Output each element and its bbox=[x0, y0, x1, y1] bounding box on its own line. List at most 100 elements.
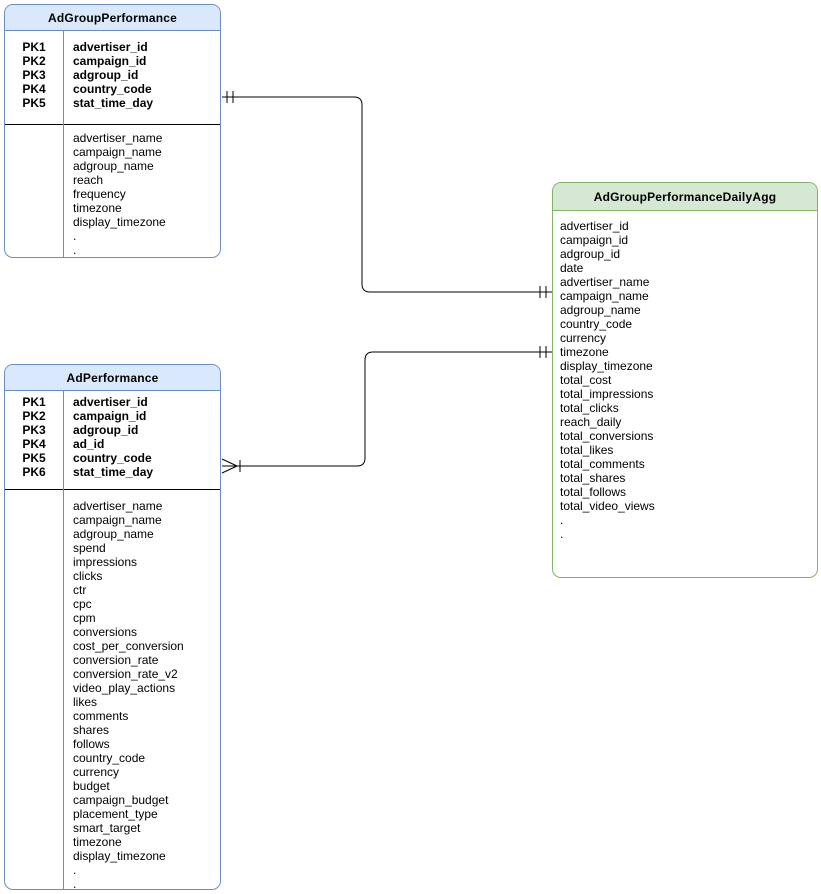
pk-label: PK6 bbox=[22, 465, 46, 479]
pk-field-name: campaign_id bbox=[73, 409, 147, 423]
pk-label: PK3 bbox=[22, 423, 46, 437]
attribute-row: campaign_name bbox=[5, 513, 220, 527]
attribute-row: advertiser_id bbox=[553, 219, 817, 233]
attribute-row: smart_target bbox=[5, 821, 220, 835]
attribute-name: reach_daily bbox=[560, 415, 622, 429]
attribute-name: advertiser_name bbox=[73, 499, 163, 513]
attribute-name: campaign_name bbox=[73, 145, 162, 159]
attribute-name: campaign_budget bbox=[73, 793, 169, 807]
attribute-row: cost_per_conversion bbox=[5, 639, 220, 653]
attribute-name: adgroup_name bbox=[560, 303, 641, 317]
attribute-name: advertiser_id bbox=[560, 219, 629, 233]
entity-title: AdGroupPerformanceDailyAgg bbox=[593, 189, 777, 204]
attribute-row: campaign_name bbox=[5, 145, 220, 159]
relationship-line bbox=[222, 96, 552, 293]
attribute-row: . bbox=[5, 243, 220, 257]
attribute-name: . bbox=[560, 527, 564, 541]
attribute-row: reach_daily bbox=[553, 415, 817, 429]
attribute-row: cpc bbox=[5, 597, 220, 611]
pk-column-divider bbox=[63, 391, 64, 889]
attribute-row: conversion_rate_v2 bbox=[5, 667, 220, 681]
pk-label: PK3 bbox=[22, 68, 46, 82]
attribute-row: shares bbox=[5, 723, 220, 737]
attribute-name: country_code bbox=[560, 317, 633, 331]
attribute-row: likes bbox=[5, 695, 220, 709]
attribute-row: display_timezone bbox=[5, 215, 220, 229]
pk-label: PK4 bbox=[22, 437, 46, 451]
attribute-name: likes bbox=[73, 695, 98, 709]
attribute-name: impressions bbox=[73, 555, 138, 569]
attribute-name: currency bbox=[560, 331, 607, 345]
pk-label: PK4 bbox=[22, 82, 46, 96]
attribute-row: campaign_name bbox=[553, 289, 817, 303]
primary-key-row: PK3 adgroup_id bbox=[5, 68, 220, 82]
relationship-adgroupperformance-to-dailyagg bbox=[222, 91, 552, 298]
attribute-row: . bbox=[5, 877, 220, 889]
attribute-row: display_timezone bbox=[553, 359, 817, 373]
attribute-row: timezone bbox=[5, 835, 220, 849]
attribute-name: display_timezone bbox=[560, 359, 653, 373]
attribute-name: timezone bbox=[73, 201, 122, 215]
relationship-line bbox=[222, 351, 552, 467]
attribute-row: reach bbox=[5, 173, 220, 187]
pk-label: PK5 bbox=[22, 96, 46, 110]
pk-field-name: adgroup_id bbox=[73, 68, 139, 82]
attribute-name: follows bbox=[73, 737, 110, 751]
entity-title-bar: AdGroupPerformanceDailyAgg bbox=[553, 183, 817, 211]
attribute-name: shares bbox=[73, 723, 110, 737]
attribute-name: display_timezone bbox=[73, 849, 166, 863]
attribute-row: cpm bbox=[5, 611, 220, 625]
entity-title: AdPerformance bbox=[66, 370, 159, 385]
attribute-row: adgroup_id bbox=[553, 247, 817, 261]
pk-label: PK2 bbox=[22, 54, 46, 68]
pk-label: PK2 bbox=[22, 409, 46, 423]
attribute-row: currency bbox=[553, 331, 817, 345]
pk-field-name: adgroup_id bbox=[73, 423, 139, 437]
attribute-name: cost_per_conversion bbox=[73, 639, 184, 653]
primary-key-row: PK3 adgroup_id bbox=[5, 423, 220, 437]
attribute-row: conversion_rate bbox=[5, 653, 220, 667]
attribute-row: total_video_views bbox=[553, 499, 817, 513]
attribute-name: . bbox=[73, 229, 77, 243]
attribute-row: conversions bbox=[5, 625, 220, 639]
exactly-one-marker bbox=[539, 346, 547, 358]
attribute-name: date bbox=[560, 261, 584, 275]
attribute-name: total_cost bbox=[560, 373, 612, 387]
attribute-row: follows bbox=[5, 737, 220, 751]
attribute-row: total_cost bbox=[553, 373, 817, 387]
exactly-one-marker bbox=[539, 286, 547, 298]
attribute-name: advertiser_name bbox=[560, 275, 650, 289]
attribute-row: total_likes bbox=[553, 443, 817, 457]
attribute-row: country_code bbox=[553, 317, 817, 331]
attribute-name: adgroup_name bbox=[73, 527, 154, 541]
attribute-row: . bbox=[5, 229, 220, 243]
pk-field-name: country_code bbox=[73, 451, 152, 465]
attribute-name: ctr bbox=[73, 583, 87, 597]
pk-field-name: ad_id bbox=[73, 437, 105, 451]
attribute-row: total_shares bbox=[553, 471, 817, 485]
primary-key-row: PK4 ad_id bbox=[5, 437, 220, 451]
attribute-name: campaign_id bbox=[560, 233, 629, 247]
attribute-row: adgroup_name bbox=[553, 303, 817, 317]
attribute-name: conversion_rate bbox=[73, 653, 159, 667]
pk-label: PK1 bbox=[22, 40, 46, 54]
attribute-name: country_code bbox=[73, 751, 146, 765]
attribute-name: . bbox=[560, 513, 564, 527]
attribute-name: placement_type bbox=[73, 807, 158, 821]
attribute-row: total_follows bbox=[553, 485, 817, 499]
pk-field-name: advertiser_id bbox=[73, 395, 148, 409]
attribute-name: reach bbox=[73, 173, 104, 187]
attribute-name: conversion_rate_v2 bbox=[73, 667, 178, 681]
primary-key-row: PK2 campaign_id bbox=[5, 409, 220, 423]
